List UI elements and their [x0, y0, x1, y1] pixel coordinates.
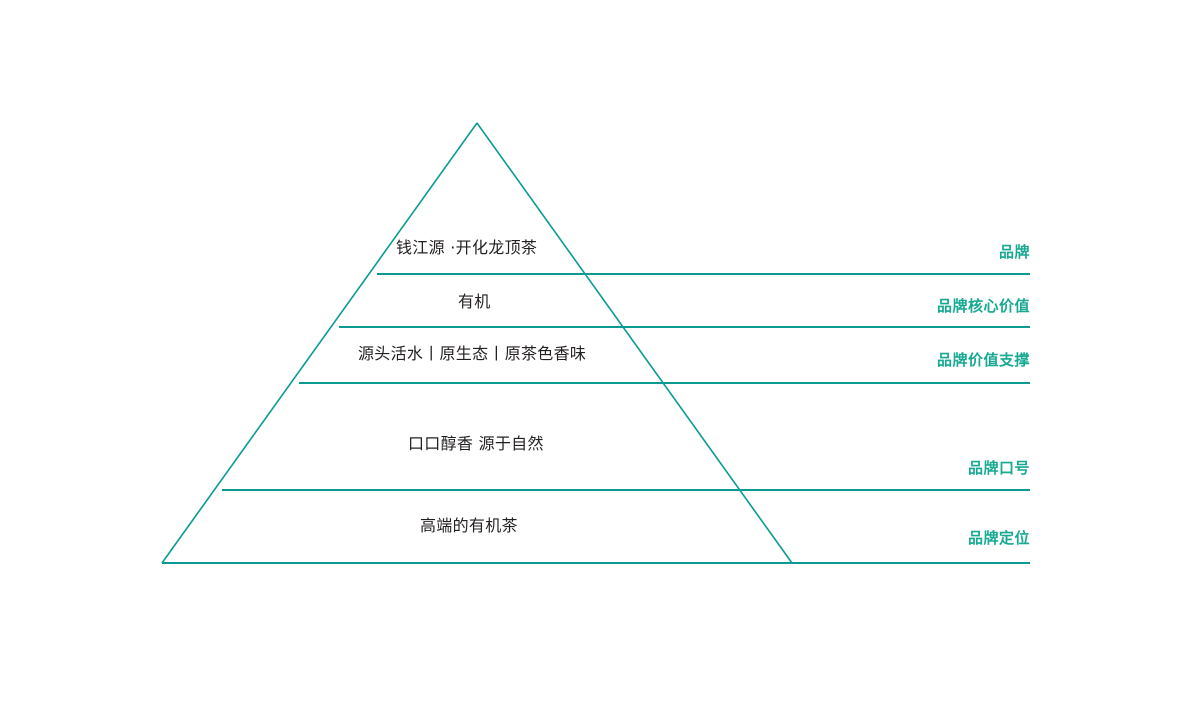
pyramid-row-label-2: 品牌核心价值 [936, 297, 1030, 315]
pyramid-row-text-1: 钱江源 ·开化龙顶茶 [396, 238, 538, 257]
pyramid-row-label-4: 品牌口号 [967, 459, 1030, 477]
pyramid-row-text-4: 口口醇香 源于自然 [408, 434, 544, 453]
triangle-right-edge [476, 122, 793, 564]
pyramid-row-text-5: 高端的有机茶 [420, 516, 518, 535]
pyramid-row-label-3: 品牌价值支撑 [936, 351, 1030, 369]
triangle-left-edge [161, 122, 478, 564]
pyramid-row-label-1: 品牌 [998, 243, 1030, 261]
pyramid-row-text-2: 有机 [458, 292, 491, 311]
pyramid-row-label-5: 品牌定位 [967, 529, 1030, 547]
pyramid-row-text-3: 源头活水丨原生态丨原茶色香味 [358, 344, 587, 363]
